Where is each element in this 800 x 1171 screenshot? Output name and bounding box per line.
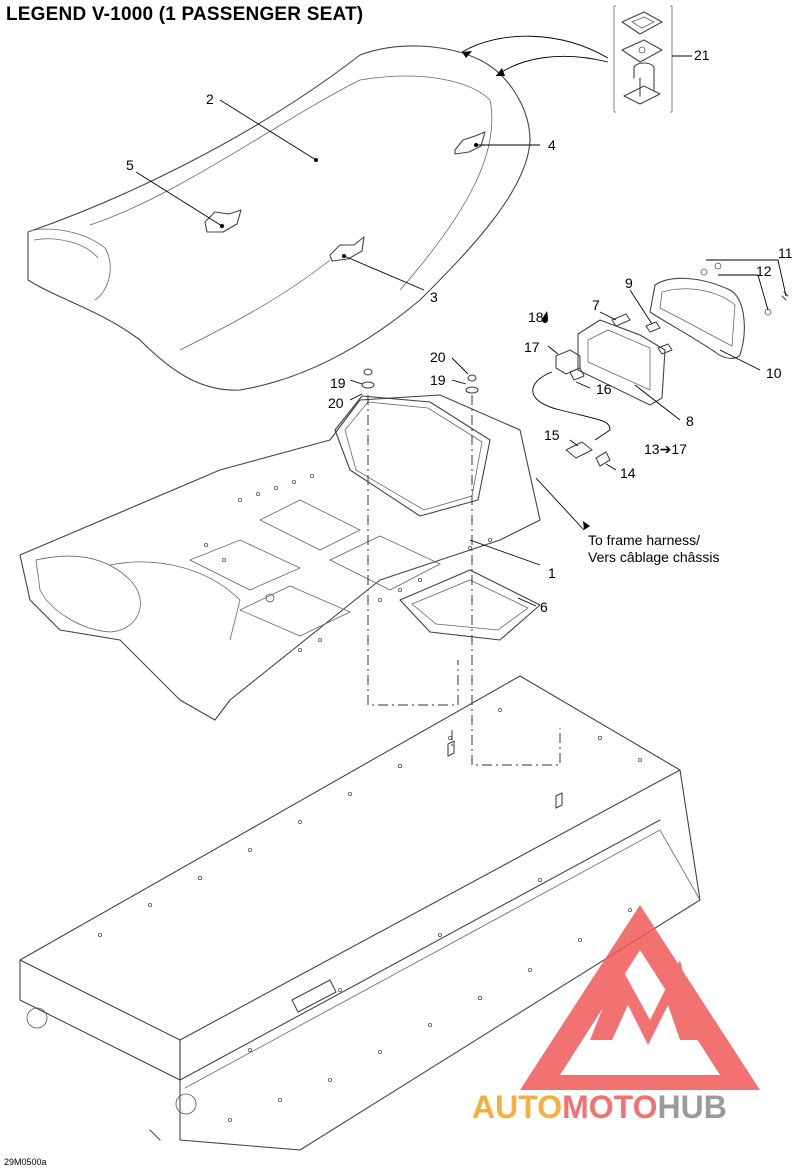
item-21-arrow [461,35,692,77]
callout-17: 17 [524,339,540,355]
callout-5: 5 [126,157,134,173]
callout-20-right: 20 [430,349,446,365]
callout-20-left: 20 [328,395,344,411]
callout-15: 15 [544,427,560,443]
callout-4: 4 [548,137,556,153]
watermark-text: AUTOMOTOHUB [472,1089,727,1125]
callout-12: 12 [756,263,772,279]
rear-storage-frame [19,394,541,721]
callout-7: 7 [592,297,600,313]
callout-9: 9 [625,275,633,291]
drop-icon [542,311,548,323]
harness-note-line1: To frame harness/ [588,532,700,548]
taillight-housing [577,319,666,406]
seat-cushion [27,45,531,391]
callout-18: 18 [528,309,544,325]
callout-16: 16 [596,381,612,397]
seat-handle-inserts [204,131,486,262]
logo-triangle [520,905,760,1090]
callout-19-right: 19 [430,372,446,388]
harness-note-line2: Vers câblage châssis [588,549,720,565]
taillight-lens [649,277,745,359]
callout-1: 1 [548,565,556,581]
callout-labels: 1 2 3 4 5 6 7 8 9 10 11 12 13➔17 14 15 1… [126,47,793,615]
callout-10: 10 [766,365,782,381]
watermark-logo: AUTOMOTOHUB [472,905,760,1125]
leader-lines [135,99,787,607]
diagram-title: LEGEND V-1000 (1 PASSENGER SEAT) [6,4,364,25]
logo-mountain [590,960,700,1045]
callout-13: 13➔17 [644,441,687,457]
tunnel [19,675,701,1151]
storage-panel-holes [203,473,492,653]
storage-fasteners [361,368,479,394]
figure-code: 29M0500a [4,1157,47,1167]
callout-2: 2 [206,91,214,107]
callout-3: 3 [430,289,438,305]
callout-21: 21 [694,47,710,63]
callout-11: 11 [778,245,793,261]
callout-8: 8 [686,413,694,429]
centre-lines [367,395,561,766]
item-21-hardware-box [613,5,673,113]
callout-6: 6 [540,599,548,615]
callout-19-left: 19 [330,375,346,391]
callout-14: 14 [620,465,636,481]
